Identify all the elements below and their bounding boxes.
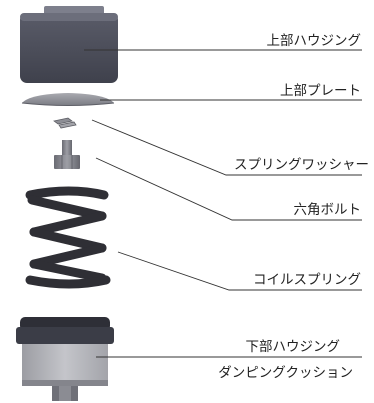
leader-hex-bolt: [95, 157, 362, 221]
label-upper-plate: 上部プレート: [280, 83, 361, 99]
label-hex-bolt: 六角ボルト: [294, 202, 362, 218]
label-upper-housing: 上部ハウジング: [267, 33, 362, 49]
upper-housing-part: [20, 6, 118, 83]
label-lower-housing: 下部ハウジング: [246, 339, 341, 355]
damping-cushion-part: [22, 344, 108, 401]
lower-housing-part: [16, 317, 114, 344]
hex-bolt-part: [54, 140, 80, 169]
label-damping-cushion: ダンピングクッション: [218, 365, 353, 381]
coil-spring-part: [25, 186, 111, 289]
leader-spring-washer: [91, 119, 362, 176]
upper-plate-part: [21, 93, 115, 106]
leader-coil-spring: [117, 251, 362, 291]
label-spring-washer: スプリングワッシャー: [234, 157, 369, 173]
label-coil-spring: コイルスプリング: [253, 272, 361, 288]
spring-washer-part: [53, 117, 77, 129]
